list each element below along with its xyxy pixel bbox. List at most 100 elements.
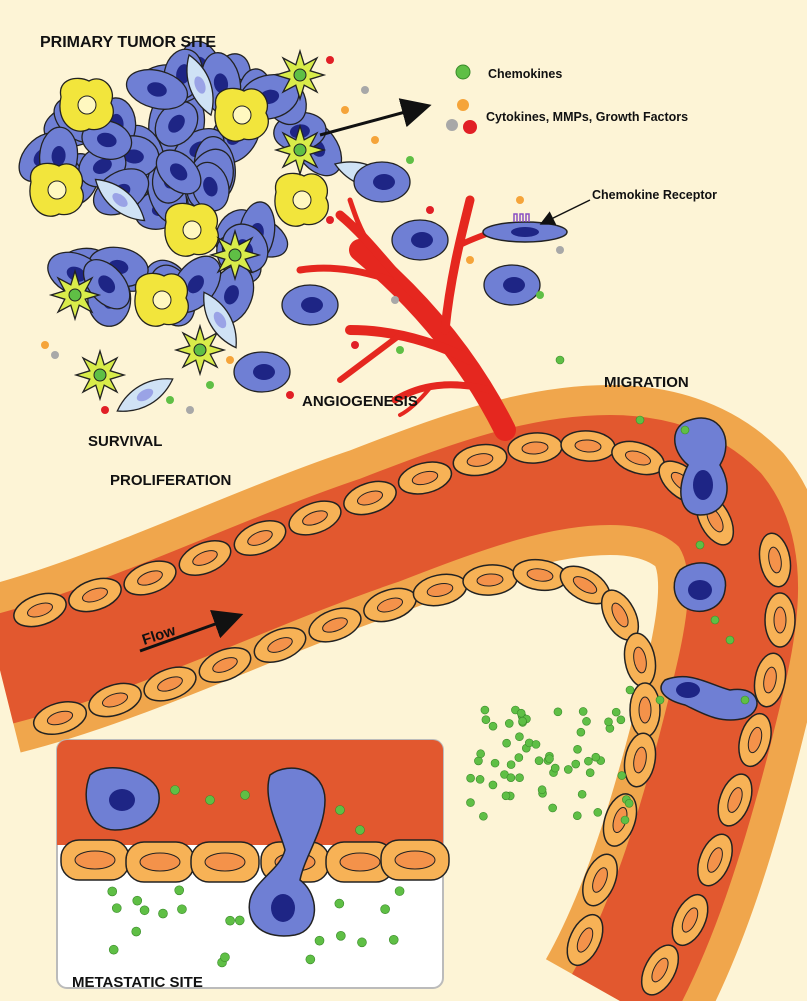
- chemokine-dot: [206, 796, 215, 805]
- chemokine-dot: [572, 760, 580, 768]
- chemokine-dot: [554, 708, 562, 716]
- signal-dot: [326, 56, 334, 64]
- chemokine-dot: [538, 786, 546, 794]
- chemokine-dot: [356, 826, 365, 835]
- chemokine-dot: [532, 740, 540, 748]
- chemokine-dot: [177, 905, 186, 914]
- chemokine-dot: [491, 759, 499, 767]
- signal-dot: [556, 246, 564, 254]
- chemokine-dot: [696, 541, 704, 549]
- chemokine-dot: [519, 717, 527, 725]
- metastatic-site-label: METASTATIC SITE: [72, 974, 203, 991]
- chemokine-dot: [479, 812, 487, 820]
- signal-dot: [396, 346, 404, 354]
- chemokine-dot: [220, 953, 229, 962]
- chemokine-dot: [489, 781, 497, 789]
- signal-dot: [186, 406, 194, 414]
- chemokine-dot: [517, 709, 525, 717]
- cytokine-legend-dot-red: [463, 120, 477, 134]
- macrophage-cell: [135, 273, 188, 326]
- chemokine-dot: [515, 733, 523, 741]
- endothelial-cell: [126, 842, 194, 882]
- signal-dot: [536, 291, 544, 299]
- chemokine-dot: [132, 927, 141, 936]
- chemokine-dot: [626, 686, 634, 694]
- chemokine-dot: [476, 775, 484, 783]
- chemokine-dot: [489, 722, 497, 730]
- chemokine-dot: [381, 905, 390, 914]
- stromal-cell: [76, 351, 124, 399]
- chemokine-dot: [503, 739, 511, 747]
- chemokine-dot: [477, 750, 485, 758]
- chemokine-dot: [656, 696, 664, 704]
- signal-dot: [351, 341, 359, 349]
- signal-dot: [41, 341, 49, 349]
- chemokine-dot: [726, 636, 734, 644]
- chemokine-dot: [621, 816, 629, 824]
- tumor-cell: [484, 265, 540, 305]
- chemokine-dot: [612, 708, 620, 716]
- chemokine-dot: [235, 916, 244, 925]
- chemokine-dot: [592, 753, 600, 761]
- metastatic-site-inset: [57, 740, 449, 988]
- endothelial-cell: [630, 683, 660, 737]
- chemokine-dot: [108, 887, 117, 896]
- angiogenesis-label: ANGIOGENESIS: [302, 393, 418, 410]
- chemokine-dot: [594, 808, 602, 816]
- chemokine-dot: [335, 899, 344, 908]
- primary-tumor-site-label: PRIMARY TUMOR SITE: [40, 34, 216, 51]
- chemokine-dot: [171, 786, 180, 795]
- endothelial-cell: [191, 842, 259, 882]
- signal-dot: [361, 86, 369, 94]
- chemokine-dot: [389, 935, 398, 944]
- migration-label: MIGRATION: [604, 374, 689, 391]
- chemokine-dot: [507, 761, 515, 769]
- signal-dot: [166, 396, 174, 404]
- chemokine-dot: [636, 416, 644, 424]
- chemokine-dot: [579, 707, 587, 715]
- chemokine-receptor-label: Chemokine Receptor: [592, 188, 717, 202]
- endothelial-cell: [381, 840, 449, 880]
- chemokines-legend-label: Chemokines: [488, 67, 562, 81]
- macrophage-cell: [60, 78, 113, 131]
- chemokine-dot: [175, 886, 184, 895]
- chemokine-dot: [481, 706, 489, 714]
- macrophage-cell: [165, 203, 218, 256]
- chemokine-dot: [467, 774, 475, 782]
- signal-dot: [206, 381, 214, 389]
- chemokine-dot: [546, 755, 554, 763]
- chemokine-dot: [516, 774, 524, 782]
- chemokine-dot: [573, 812, 581, 820]
- receptor-pointer: [545, 200, 590, 222]
- chemokine-dot: [574, 745, 582, 753]
- chemokine-dot: [711, 616, 719, 624]
- chemokine-dot: [586, 769, 594, 777]
- stromal-cell: [211, 231, 259, 279]
- chemokine-dot: [140, 906, 149, 915]
- stromal-cell: [276, 51, 324, 99]
- chemokine-dot: [109, 945, 118, 954]
- macrophage-cell: [215, 88, 268, 141]
- chemokine-dot: [507, 774, 515, 782]
- chemokine-dot: [315, 936, 324, 945]
- cytokines-legend-label: Cytokines, MMPs, Growth Factors: [486, 110, 688, 124]
- chemokine-dot: [241, 791, 250, 800]
- macrophage-cell: [275, 173, 328, 226]
- chemokine-dot: [577, 728, 585, 736]
- cytokine-legend-dot-orange: [457, 99, 469, 111]
- chemokine-dot: [564, 765, 572, 773]
- tumor-cell: [392, 220, 448, 260]
- tumor-cell: [354, 162, 410, 202]
- endothelial-cell: [61, 840, 129, 880]
- chemokine-dot: [617, 716, 625, 724]
- signal-dot: [326, 216, 334, 224]
- macrophage-cell: [30, 163, 83, 216]
- signal-dot: [286, 391, 294, 399]
- chemokine-dot: [336, 931, 345, 940]
- chemokine-dot: [582, 717, 590, 725]
- chemokine-dot: [551, 764, 559, 772]
- signal-dot: [391, 296, 399, 304]
- chemokine-dot: [357, 938, 366, 947]
